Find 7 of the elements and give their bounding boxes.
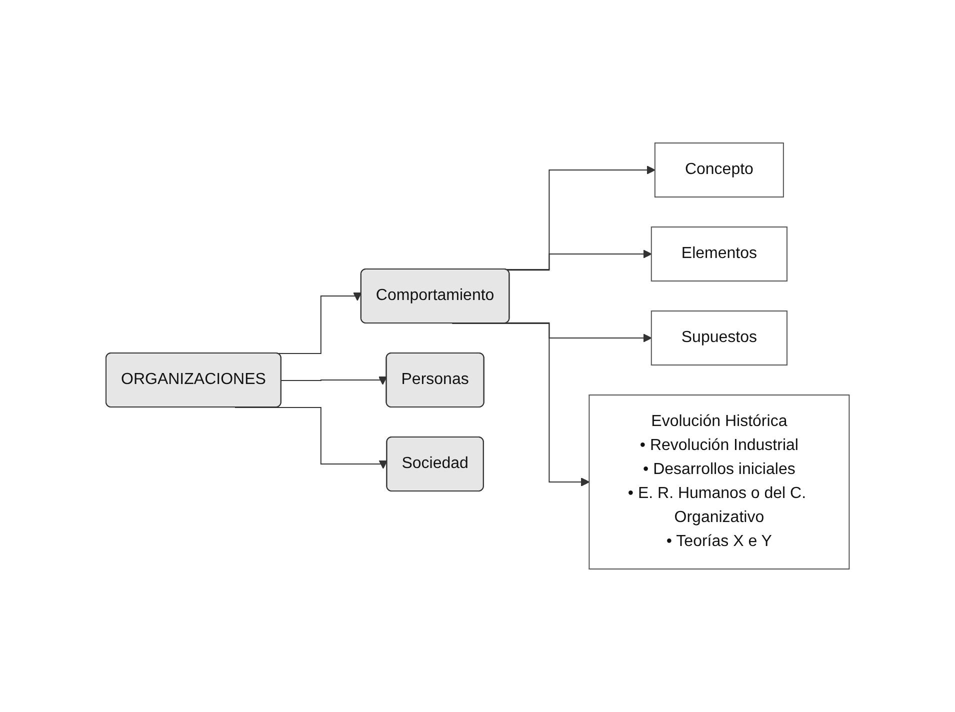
node-box: Elementos [650,226,788,282]
node-box: Evolución Histórica • Revolución Industrial • Desarrollos iniciales • E. R. Humanos o del C. Organizativo • Teorías X e Y [588,394,850,570]
arrow [506,250,652,271]
arrow [506,322,652,342]
node-box: Supuestos [650,310,788,366]
arrow [280,376,388,385]
node-box: Concepto [654,142,784,198]
